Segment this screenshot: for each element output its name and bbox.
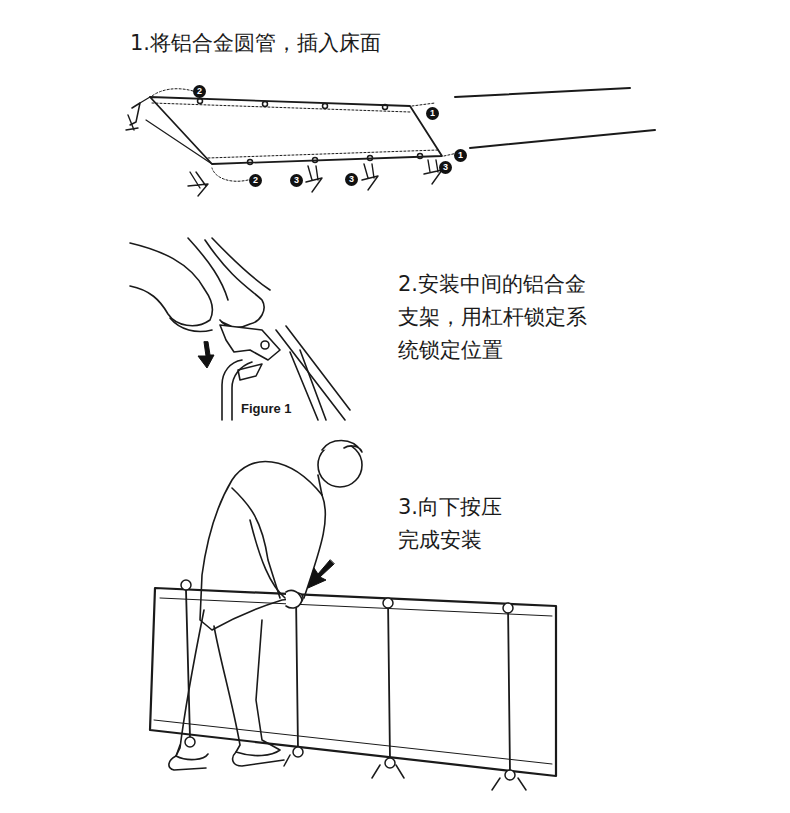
callout-number: 1 [426,107,439,120]
leg-clips [126,115,442,196]
cot-frame [150,580,556,790]
callout-number: 2 [249,174,262,187]
callout-number: 3 [439,161,452,174]
bed-fabric [130,97,442,165]
press-arrow [308,560,334,588]
callout-number: 1 [454,149,467,162]
hand-figure [130,238,270,340]
callout-number: 3 [345,173,358,186]
step-text: 1.将铝合金圆管，插入床面 [130,27,381,60]
person [169,441,362,771]
step-text: 2.安装中间的铝合金 支架，用杠杆锁定系 统锁定位置 [398,268,638,367]
step-text: 3.向下按压 完成安装 [398,491,548,557]
callout-number: 3 [290,174,303,187]
down-arrow [198,342,214,368]
aluminium-poles [412,88,655,156]
insert-arrows [152,89,248,182]
lever-mechanism [220,325,350,420]
figure-label: Figure 1 [241,401,292,417]
callout-number: 2 [193,85,206,98]
